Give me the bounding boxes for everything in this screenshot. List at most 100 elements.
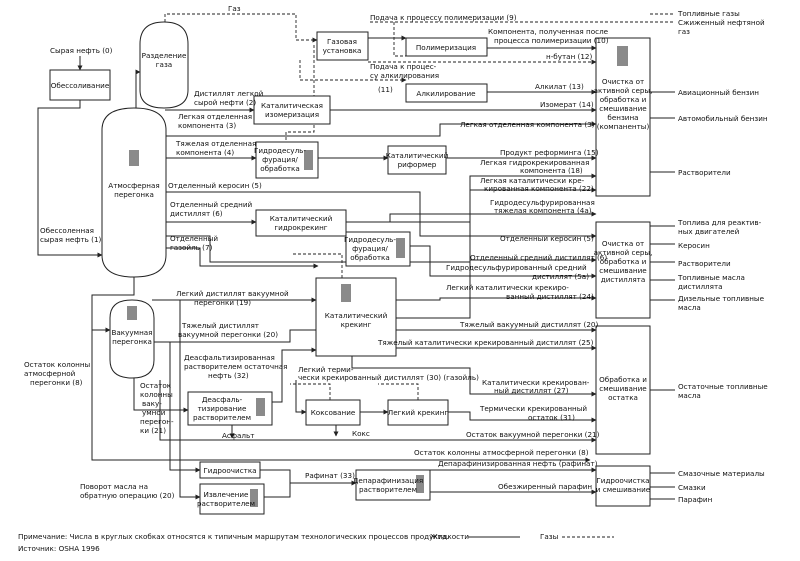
unit-atmospheric-line-2: перегонка [114,190,154,199]
reactor-icon [341,284,351,302]
stream-gasoil-1: Отделенный [170,234,218,243]
stream-light-vac-2: перегонки (19) [194,298,251,307]
stream-atm-residue-1: Остаток колонны [24,360,91,369]
stream-atm-residue-3: перегонки (8) [30,378,83,387]
unit-gasoline-treating-line-3: обработка и [600,95,647,104]
product-jet-fuel-2: ных двигателей [678,227,740,236]
stream-isomerate: Изомерат (14) [540,100,594,109]
unit-hds2-line-1: Гидродесуль- [344,235,396,244]
unit-atmospheric-distillation: Атмосферная перегонка [101,107,167,278]
unit-gasoline-treating: Очистка от активной серы, обработка и см… [594,37,652,197]
unit-atmospheric-line-1: Атмосферная [108,181,159,190]
stream-hds-middle-2: дистиллят (5а) [532,272,589,281]
unit-hydrodesulfurization-1: Гидродесуль- фурация/ обработка [254,141,319,179]
stream-vac-bottom-5: перегон- [140,417,174,426]
stream-light-cc-2: кированная компонента (22) [484,184,594,193]
footer-source: Источник: OSHA 1996 [18,544,100,553]
stream-light-thermal-1: Легкий терми- [298,365,354,374]
stream-heavy-vac-2: вакуумной перегонки (20) [178,330,278,339]
unit-gasoline-treating-line-4: смешивание [599,104,647,113]
column-icon [250,489,258,507]
stream-coke: Кокс [352,429,370,438]
unit-deasphalting-line-2: тизирование [198,404,247,413]
stream-raffinate: Рафинат (33) [305,471,355,480]
unit-dewaxing-line-2: растворителем [359,485,417,494]
unit-deasphalting: Деасфаль- тизирование растворителем [187,391,273,426]
column-icon [127,306,137,320]
unit-distillate-treating-line-4: смешивание [599,266,647,275]
product-distillate-fuel-1: Топливные масла [677,273,745,282]
stream-vac-bottom-2: колонны [140,390,173,399]
unit-isomerization-line-1: Каталитическая [261,101,323,110]
unit-distillate-treating-line-1: Очистка от [602,239,644,248]
stream-light-thermal-2: чески крекированный дистиллят (30) (газо… [298,373,479,382]
product-solvents-1: Растворители [678,168,731,177]
unit-coking-label: Коксование [311,408,356,417]
stream-feed-polymer: Подача к процессу полимеризации (9) [370,13,517,22]
stream-num-11: (11) [378,85,393,94]
stream-feed-alkyl-1: Подача к процес- [370,62,437,71]
stream-light-sep-1: Легкая отделенная [178,112,252,121]
stream-deasph-oil-1: Деасфальтизированная [184,353,275,362]
unit-desalting: Обессоливание [49,69,111,101]
unit-gasoline-treating-line-5: бензина [607,113,638,122]
unit-hds1-line-1: Гидродесуль- [254,146,306,155]
unit-dewaxing-line-1: Депарафинизация [353,476,423,485]
unit-hds1-line-3: обработка [260,164,300,173]
unit-gas-separation-line-2: газа [156,60,172,69]
stream-crude: Сырая нефть (0) [50,46,113,55]
unit-hds2-line-2: фурация/ [352,244,388,253]
stream-light-cc-1: Легкая каталитически кре- [480,176,585,185]
stream-light-sep-b: Легкая отделенная компонента (3) [460,120,595,129]
product-jet-fuel-1: Топлива для реактив- [677,218,762,227]
unit-deasphalting-line-1: Деасфаль- [202,395,243,404]
product-aviation: Авиационный бензин [678,88,759,97]
flow-lines [37,13,675,500]
stream-gas: Газ [228,4,241,13]
stream-vac-bottom-6: ки (21) [140,426,166,435]
stream-light-straight-2: сырой нефти (2) [194,98,256,107]
products: Топливные газы Сжиженный нефтяной газ Ав… [677,9,768,504]
unit-alkylation: Алкилирование [405,83,488,103]
product-solvents-2: Растворители [678,259,731,268]
product-residual-fuel-1: Остаточные топливные [678,382,768,391]
stream-thermal-residue-1: Термически крекированный [479,404,587,413]
unit-gasoline-treating-line-6: (компаненты) [597,122,650,131]
unit-gas-plant-line-1: Газовая [327,37,357,46]
stream-deasph-oil-2: растворителем остаточная [184,362,288,371]
stream-hds-heavy-1: Гидродесульфурированная [490,198,595,207]
unit-visbreaking-label: Легкий крекинг [388,408,449,417]
product-distillate-fuel-2: дистиллята [678,282,723,291]
product-diesel-1: Дизельные топливные [678,294,765,303]
product-waxes: Парафин [678,495,713,504]
stream-light-cc-dist-1: Легкий каталитически крекиро- [446,283,569,292]
unit-gas-separation: Разделение газа [139,21,189,109]
stream-oil-return-1: Поворот масла на [80,482,148,491]
unit-vacuum-distillation: Вакуумная перегонка [109,299,155,379]
unit-hydrocracking: Каталитический гидрокрекинг [255,209,347,237]
unit-hds1-line-2: фурация/ [262,155,298,164]
stream-n-butane: н-бутан (12) [546,52,593,61]
product-lpg-2: газ [678,27,690,36]
unit-residual-treating-line-2: смешивание [599,384,647,393]
product-greases: Смазки [678,483,706,492]
unit-polymerization: Полимеризация [405,37,488,57]
stream-heavy-cc-dist: Тяжелый каталитически крекированный дист… [377,338,594,347]
stream-gasoil-2: газойль (7) [170,243,213,252]
stream-hds-middle-1: Гидродесульфурированный средний [446,263,587,272]
stream-atm-residue-2: атмосферной [24,369,76,378]
stream-oil-return-2: обратную операцию (20) [80,491,175,500]
stream-light-sep-2: компонента (3) [178,121,236,130]
unit-hds2-line-3: обработка [350,253,390,262]
unit-vacuum-line-2: перегонка [112,337,152,346]
stream-kerosene: Отделенный керосин (5) [168,181,262,190]
stream-middle-1: Отделенный средний [170,200,253,209]
unit-cat-cracking-line-2: крекинг [341,320,372,329]
stream-feed-alkyl-2: су алкилирования [370,71,439,80]
product-kerosene: Керосин [678,241,710,250]
stream-vac-bottom-1: Остаток [140,381,172,390]
column-icon [129,150,139,166]
stream-heavy-sep-1: Тяжелая отделенная [175,139,256,148]
unit-residual-treating-line-3: остатка [608,393,638,402]
